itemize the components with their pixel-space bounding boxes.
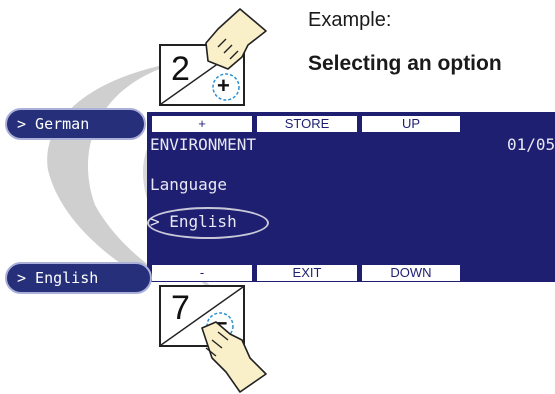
plus-symbol: + bbox=[217, 73, 230, 98]
pill-english: > English bbox=[5, 262, 152, 294]
menu-title: ENVIRONMENT bbox=[150, 135, 256, 154]
key-2-plus[interactable]: 2 + bbox=[159, 44, 245, 106]
selected-option[interactable]: > English bbox=[150, 212, 237, 231]
key-number: 2 bbox=[171, 50, 190, 88]
softkey-up[interactable]: UP bbox=[362, 116, 460, 132]
example-label: Example: bbox=[308, 9, 392, 31]
finger-pointer-icon bbox=[205, 8, 267, 70]
softkey-exit[interactable]: EXIT bbox=[257, 265, 357, 281]
softkey-plus[interactable]: + bbox=[152, 116, 252, 132]
lcd-display: + STORE UP ENVIRONMENT 01/05 Language > … bbox=[147, 112, 555, 282]
selecting-option-heading: Selecting an option bbox=[308, 52, 502, 75]
selection-highlight-ellipse bbox=[147, 207, 269, 239]
key-diagonal-line bbox=[161, 287, 243, 345]
key-number: 7 bbox=[171, 289, 190, 327]
softkey-minus[interactable]: - bbox=[152, 265, 252, 281]
highlight-circle-icon bbox=[212, 73, 240, 101]
pill-german: > German bbox=[5, 108, 146, 140]
softkey-store[interactable]: STORE bbox=[257, 116, 357, 132]
parameter-label: Language bbox=[150, 175, 228, 194]
softkey-down[interactable]: DOWN bbox=[362, 265, 460, 281]
finger-pointer-icon bbox=[201, 321, 267, 393]
page-indicator: 01/05 bbox=[507, 135, 555, 154]
